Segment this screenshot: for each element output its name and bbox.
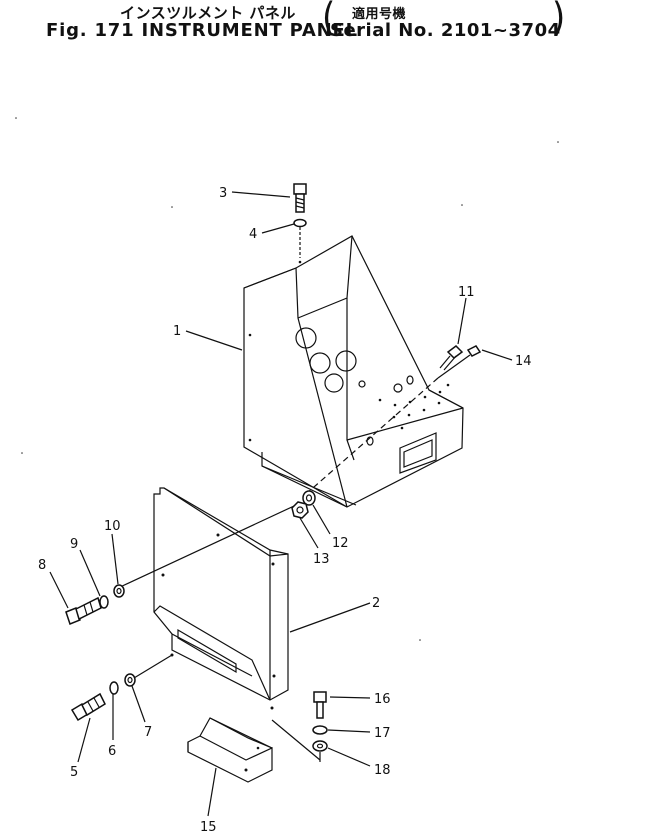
lock-washer-6 (109, 681, 119, 695)
washer-10 (113, 584, 125, 598)
assembly-centerline-8 (117, 505, 295, 589)
part-label-14: 14 (515, 354, 532, 369)
part-number-labels: 3 4 1 11 14 12 13 2 8 9 10 5 6 7 15 16 1… (38, 186, 532, 832)
part-label-17: 17 (374, 726, 391, 741)
part-label-6: 6 (108, 744, 116, 759)
part-label-5: 5 (70, 765, 78, 780)
serial-range: Serial No. 2101~3704 (330, 20, 561, 41)
leader-lines (49, 191, 513, 817)
lock-washer-9 (99, 595, 109, 609)
part-label-15: 15 (200, 820, 217, 832)
part-label-9: 9 (70, 537, 78, 552)
right-parenthesis: ) (552, 0, 566, 41)
part-label-10: 10 (104, 519, 121, 534)
bolt-14 (437, 345, 482, 379)
bolt-5 (70, 692, 106, 722)
figure-title: Fig. 171 INSTRUMENT PANEL (46, 20, 358, 41)
bolt-8 (65, 596, 102, 625)
bolt-16 (313, 691, 327, 719)
part-label-2: 2 (372, 596, 380, 611)
nut-18 (312, 740, 328, 762)
scan-specks (15, 117, 559, 641)
part-label-11: 11 (458, 285, 475, 300)
washer-12 (302, 490, 316, 506)
instrument-panel-housing (243, 235, 464, 508)
bolt-3 (293, 183, 307, 213)
part-label-12: 12 (332, 536, 349, 551)
part-label-1: 1 (173, 324, 181, 339)
assembly-centerline-11 (305, 377, 439, 495)
back-plate (153, 487, 289, 710)
nut-13 (291, 501, 309, 519)
part-label-18: 18 (374, 763, 391, 778)
part-label-16: 16 (374, 692, 391, 707)
japanese-serial-label: 適用号機 (352, 7, 407, 22)
washer-7 (124, 673, 136, 687)
floor-bracket (187, 717, 273, 783)
japanese-title: インスツルメント パネル (120, 4, 296, 22)
washer-4 (293, 218, 307, 258)
washer-17 (312, 725, 328, 735)
part-label-8: 8 (38, 558, 46, 573)
part-label-3: 3 (219, 186, 227, 201)
part-label-13: 13 (313, 552, 330, 567)
left-parenthesis: ( (322, 0, 336, 41)
bolt-11 (439, 345, 464, 371)
assembly-centerline-5 (133, 654, 173, 679)
part-label-7: 7 (144, 725, 152, 740)
part-label-4: 4 (249, 227, 257, 242)
assembly-centerline-15 (271, 719, 321, 761)
